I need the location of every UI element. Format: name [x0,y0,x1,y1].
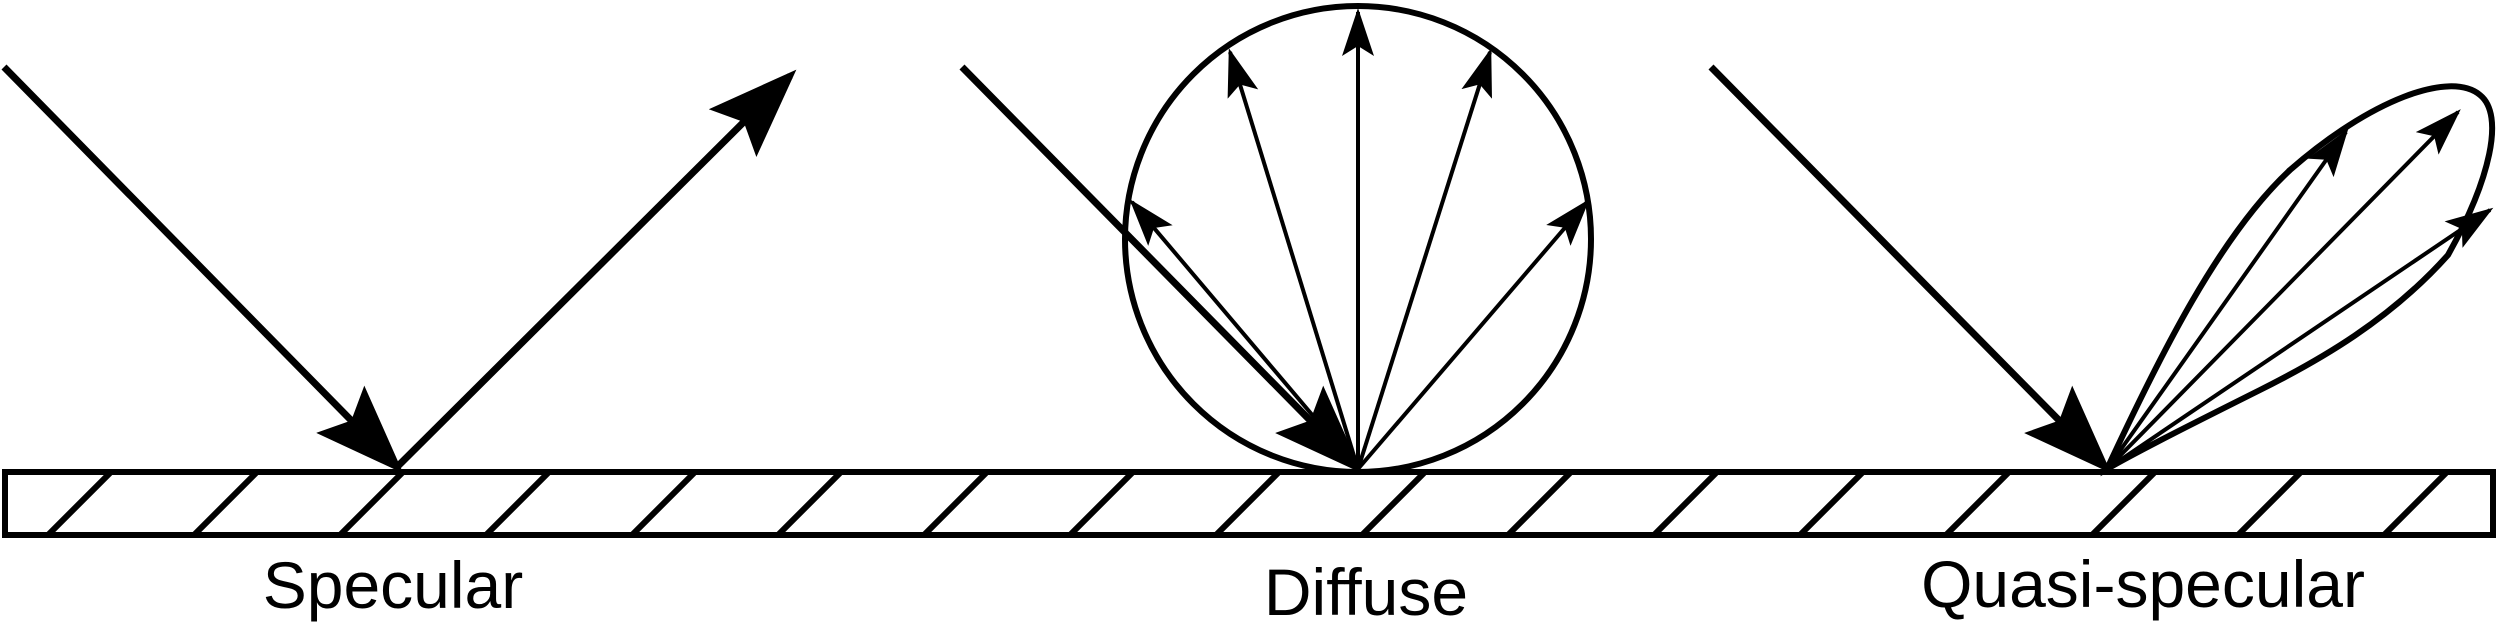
quasi-specular-lobe [2100,83,2496,477]
caption-specular: Specular [263,548,524,622]
quasi-specular-section [1708,64,2496,477]
incident-ray [959,64,1363,474]
surface [2,469,2496,538]
reflected-ray [394,69,797,470]
caption-diffuse: Diffuse [1264,555,1468,622]
diffuse-section [959,3,1594,475]
incident-ray [1,64,404,474]
specular-section [1,64,797,474]
surface-hatching [45,470,2449,538]
scattered-rays [1129,8,1590,471]
incident-ray [1708,64,2112,474]
scattered-rays [2105,109,2494,471]
caption-quasi-specular: Quasi-specular [1921,547,2365,621]
surface-bar [2,469,2496,538]
